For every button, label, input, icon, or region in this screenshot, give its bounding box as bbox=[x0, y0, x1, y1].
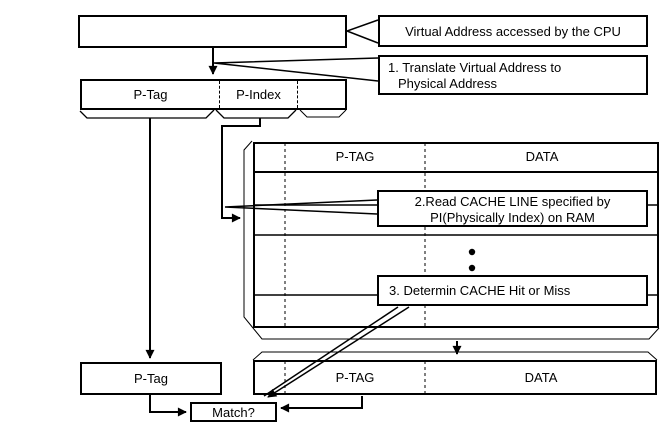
step1-callout-box: 1. Translate Virtual Address to Physical… bbox=[378, 55, 648, 95]
arrow-bottomptag-to-match bbox=[149, 395, 187, 417]
result-header-ptag: P-TAG bbox=[335, 370, 375, 385]
arrow-result-to-match bbox=[280, 396, 363, 413]
match-box: Match? bbox=[190, 402, 277, 422]
bottom-ptag-label: P-Tag bbox=[134, 371, 168, 386]
pindex-field-label: P-Index bbox=[236, 87, 281, 102]
cpu-address-box bbox=[78, 15, 347, 48]
step2-callout-box: 2.Read CACHE LINE specified by PI(Physic… bbox=[377, 190, 648, 227]
callout-wedge-va bbox=[344, 19, 379, 44]
ptag-brace bbox=[79, 109, 215, 119]
pindex-field-cell: P-Index bbox=[220, 81, 298, 108]
bottom-ptag-box: P-Tag bbox=[80, 362, 222, 395]
offset-field-cell bbox=[298, 81, 345, 108]
ptag-field-cell: P-Tag bbox=[82, 81, 220, 108]
cache-table-bottom-strip bbox=[252, 327, 660, 340]
callout-wedge-step1 bbox=[213, 57, 379, 82]
cache-table-left-bevel bbox=[243, 140, 254, 329]
pindex-brace bbox=[215, 109, 297, 119]
result-header-data: DATA bbox=[524, 370, 558, 385]
result-row bbox=[253, 360, 657, 395]
step2-line2: PI(Physically Index) on RAM bbox=[430, 210, 595, 225]
rest-brace bbox=[299, 109, 347, 118]
step3-callout-box: 3. Determin CACHE Hit or Miss bbox=[377, 275, 648, 306]
step3-label: 3. Determin CACHE Hit or Miss bbox=[389, 283, 571, 298]
va-callout-box: Virtual Address accessed by the CPU bbox=[378, 15, 648, 47]
va-callout-label: Virtual Address accessed by the CPU bbox=[405, 23, 621, 39]
step2-line1: 2.Read CACHE LINE specified by bbox=[414, 194, 611, 209]
ptag-field-label: P-Tag bbox=[133, 87, 168, 102]
match-label: Match? bbox=[212, 404, 255, 420]
cache-header-data: DATA bbox=[525, 149, 559, 164]
cache-header-ptag: P-TAG bbox=[335, 149, 375, 164]
physical-address-fields-box: P-Tag P-Index bbox=[80, 79, 347, 110]
result-row-top-strip bbox=[252, 351, 658, 361]
field-braces bbox=[79, 109, 347, 119]
step1-line1: 1. Translate Virtual Address to bbox=[388, 60, 562, 75]
step1-line2: Physical Address bbox=[398, 76, 497, 91]
